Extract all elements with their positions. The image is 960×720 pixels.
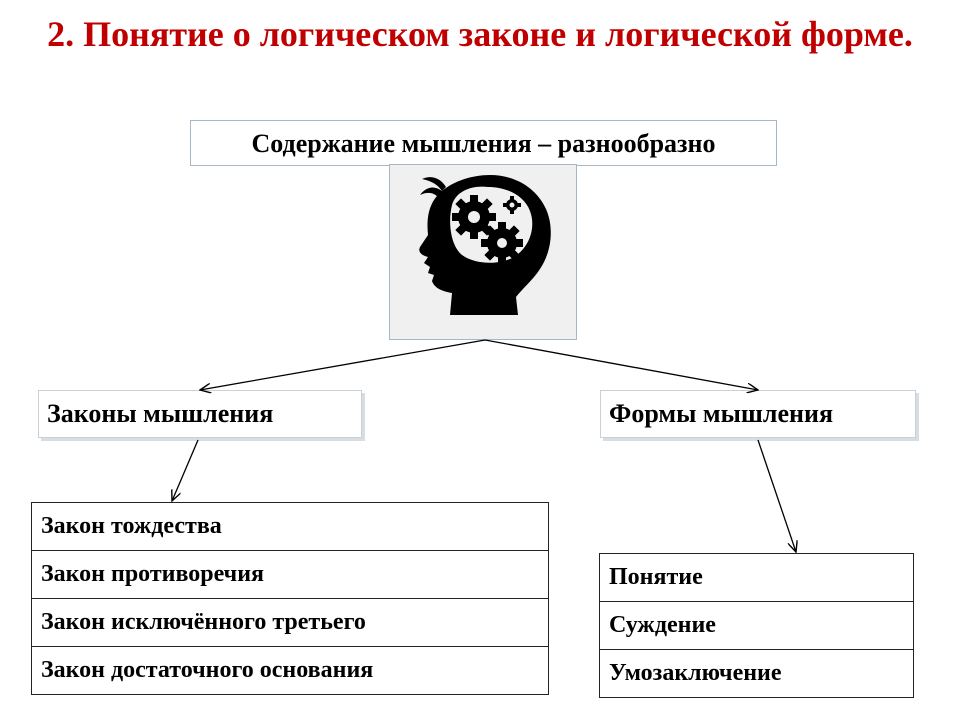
page-title: 2. Понятие о логическом законе и логичес… [47,14,913,54]
list-item: Закон исключённого третьего [31,598,549,647]
thinking-content-box: Содержание мышления – разнообразно [190,120,777,166]
list-item: Суждение [599,601,914,650]
forms-list: Понятие Суждение Умозаключение [599,553,914,698]
arrow-to-forms-list [757,439,796,552]
list-item: Закон тождества [31,502,549,551]
list-item: Умозаключение [599,649,914,698]
arrow-to-forms [484,339,758,390]
laws-list: Закон тождества Закон противоречия Закон… [31,502,549,695]
list-item: Закон достаточного основания [31,646,549,695]
arrow-to-laws-list [172,439,199,501]
arrow-to-laws [200,339,486,390]
head-with-gears-icon [389,164,577,340]
list-item: Закон противоречия [31,550,549,599]
